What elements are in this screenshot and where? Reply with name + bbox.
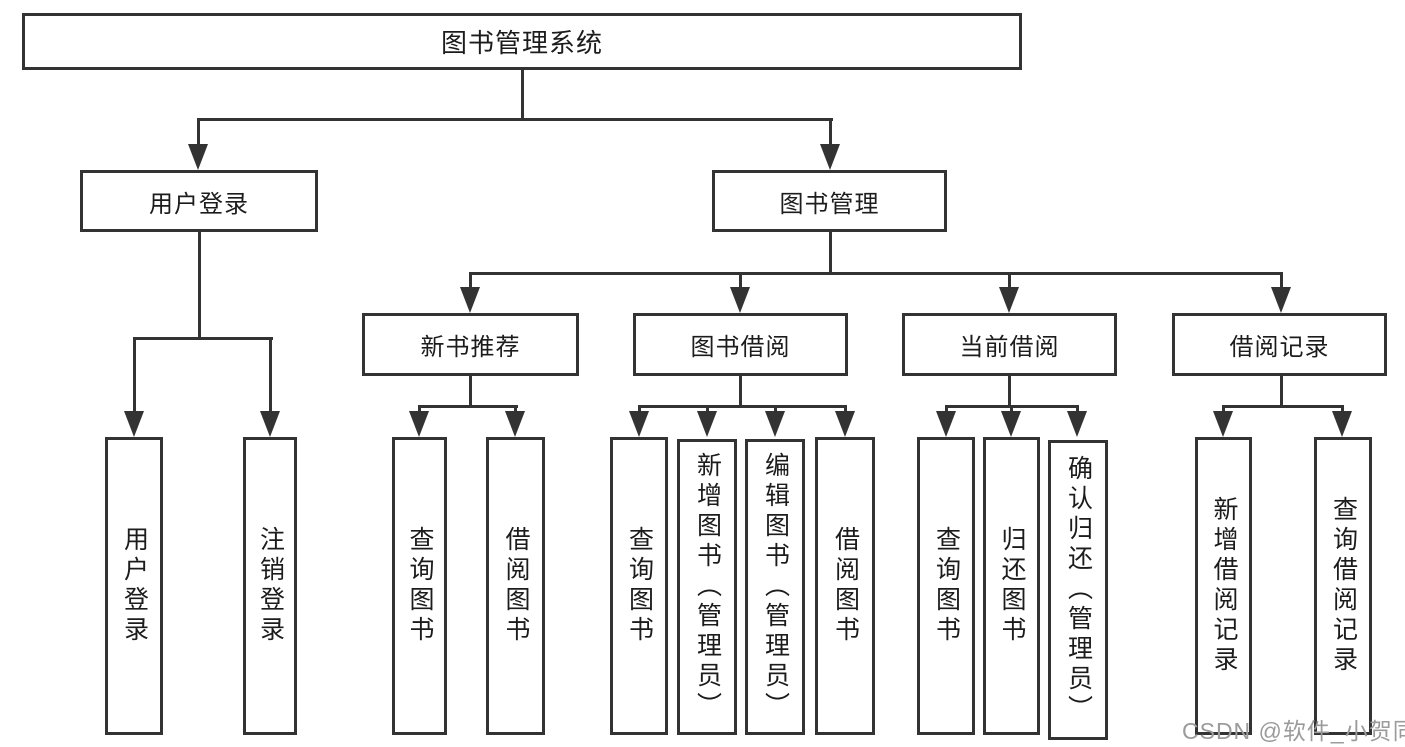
node-current-borrowing-label: 当前借阅 bbox=[959, 334, 1060, 361]
connector-vline bbox=[469, 376, 472, 407]
node-library-system: 图书管理系统 bbox=[22, 13, 1022, 70]
leaf-add-book-admin: 新增图书（管理员） bbox=[677, 439, 737, 735]
leaf-edit-book-admin: 编辑图书（管理员） bbox=[745, 439, 805, 735]
connector-vline bbox=[521, 70, 524, 121]
arrow-down-icon bbox=[1213, 411, 1233, 437]
leaf-recommend-query-book: 查询图书 bbox=[392, 437, 447, 735]
connector-vline bbox=[1341, 405, 1344, 413]
connector-vline bbox=[829, 118, 832, 146]
leaf-logout-label: 注销登录 bbox=[256, 526, 285, 646]
arrow-down-icon bbox=[820, 144, 840, 170]
connector-vline bbox=[1008, 272, 1011, 289]
connector-vline bbox=[739, 376, 742, 407]
leaf-confirm-return-admin: 确认归还（管理员） bbox=[1048, 440, 1108, 740]
arrow-down-icon bbox=[999, 287, 1019, 313]
connector-vline bbox=[133, 337, 136, 413]
connector-hline bbox=[197, 118, 833, 121]
connector-vline bbox=[1076, 405, 1079, 413]
connector-hline bbox=[469, 272, 1282, 275]
leaf-current-query-book-label: 查询图书 bbox=[932, 526, 961, 646]
leaf-borrow-query-book: 查询图书 bbox=[610, 437, 668, 735]
arrow-down-icon bbox=[188, 144, 208, 170]
connector-vline bbox=[706, 405, 709, 413]
connector-vline bbox=[638, 405, 641, 413]
connector-vline bbox=[514, 405, 517, 413]
connector-vline bbox=[1280, 272, 1283, 289]
leaf-logout: 注销登录 bbox=[243, 437, 297, 735]
connector-vline bbox=[1010, 405, 1013, 413]
node-new-book-recommend: 新书推荐 bbox=[362, 313, 579, 376]
arrow-down-icon bbox=[629, 411, 649, 437]
connector-vline bbox=[739, 272, 742, 289]
arrow-down-icon bbox=[409, 411, 429, 437]
node-new-book-recommend-label: 新书推荐 bbox=[420, 334, 521, 361]
connector-vline bbox=[1222, 405, 1225, 413]
leaf-recommend-borrow-book: 借阅图书 bbox=[486, 437, 545, 735]
leaf-query-borrow-record: 查询借阅记录 bbox=[1314, 437, 1372, 735]
connector-vline bbox=[1280, 376, 1283, 407]
leaf-current-query-book: 查询图书 bbox=[917, 437, 975, 735]
connector-vline bbox=[197, 118, 200, 146]
leaf-borrow-book-label: 借阅图书 bbox=[831, 526, 860, 646]
connector-vline bbox=[945, 405, 948, 413]
leaf-add-borrow-record-label: 新增借阅记录 bbox=[1210, 496, 1238, 676]
node-user-login-label: 用户登录 bbox=[149, 190, 249, 218]
node-user-login: 用户登录 bbox=[80, 170, 318, 232]
connector-hline bbox=[638, 405, 846, 408]
leaf-borrow-query-book-label: 查询图书 bbox=[625, 526, 654, 646]
node-book-management-label: 图书管理 bbox=[779, 190, 880, 218]
connector-vline bbox=[829, 232, 832, 275]
arrow-down-icon bbox=[1001, 411, 1021, 437]
connector-hline bbox=[1222, 405, 1343, 408]
arrow-down-icon bbox=[835, 411, 855, 437]
connector-vline bbox=[418, 405, 421, 413]
node-borrowing-records-label: 借阅记录 bbox=[1229, 334, 1330, 361]
csdn-watermark: CSDN @软件_小贺同学 bbox=[1182, 718, 1405, 744]
leaf-return-book: 归还图书 bbox=[983, 437, 1040, 735]
node-book-borrowing-label: 图书借阅 bbox=[690, 334, 791, 361]
node-library-system-label: 图书管理系统 bbox=[440, 28, 603, 58]
leaf-borrow-book: 借阅图书 bbox=[815, 437, 875, 735]
leaf-edit-book-admin-label: 编辑图书（管理员） bbox=[761, 452, 790, 722]
arrow-down-icon bbox=[765, 411, 785, 437]
node-book-borrowing: 图书借阅 bbox=[633, 313, 848, 376]
leaf-user-login: 用户登录 bbox=[105, 437, 163, 735]
leaf-recommend-query-book-label: 查询图书 bbox=[406, 526, 434, 646]
arrow-down-icon bbox=[460, 287, 480, 313]
arrow-down-icon bbox=[1271, 287, 1291, 313]
leaf-query-borrow-record-label: 查询借阅记录 bbox=[1329, 496, 1358, 676]
arrow-down-icon bbox=[124, 411, 144, 437]
node-current-borrowing: 当前借阅 bbox=[902, 313, 1117, 376]
node-borrowing-records: 借阅记录 bbox=[1172, 313, 1387, 376]
arrow-down-icon bbox=[697, 411, 717, 437]
connector-hline bbox=[418, 405, 518, 408]
arrow-down-icon bbox=[260, 411, 280, 437]
leaf-return-book-label: 归还图书 bbox=[998, 526, 1026, 646]
leaf-confirm-return-admin-label: 确认归还（管理员） bbox=[1064, 455, 1093, 725]
leaf-add-book-admin-label: 新增图书（管理员） bbox=[693, 452, 722, 722]
connector-vline bbox=[774, 405, 777, 413]
connector-vline bbox=[844, 405, 847, 413]
arrow-down-icon bbox=[505, 411, 525, 437]
connector-vline bbox=[469, 272, 472, 289]
connector-hline bbox=[133, 337, 273, 340]
connector-vline bbox=[269, 337, 272, 413]
leaf-recommend-borrow-book-label: 借阅图书 bbox=[502, 526, 530, 646]
leaf-add-borrow-record: 新增借阅记录 bbox=[1195, 437, 1252, 735]
connector-vline bbox=[198, 232, 201, 340]
arrow-down-icon bbox=[1067, 411, 1087, 437]
arrow-down-icon bbox=[730, 287, 750, 313]
arrow-down-icon bbox=[1332, 411, 1352, 437]
leaf-user-login-label: 用户登录 bbox=[120, 526, 149, 646]
connector-vline bbox=[1008, 376, 1011, 407]
node-book-management: 图书管理 bbox=[712, 170, 947, 232]
arrow-down-icon bbox=[936, 411, 956, 437]
